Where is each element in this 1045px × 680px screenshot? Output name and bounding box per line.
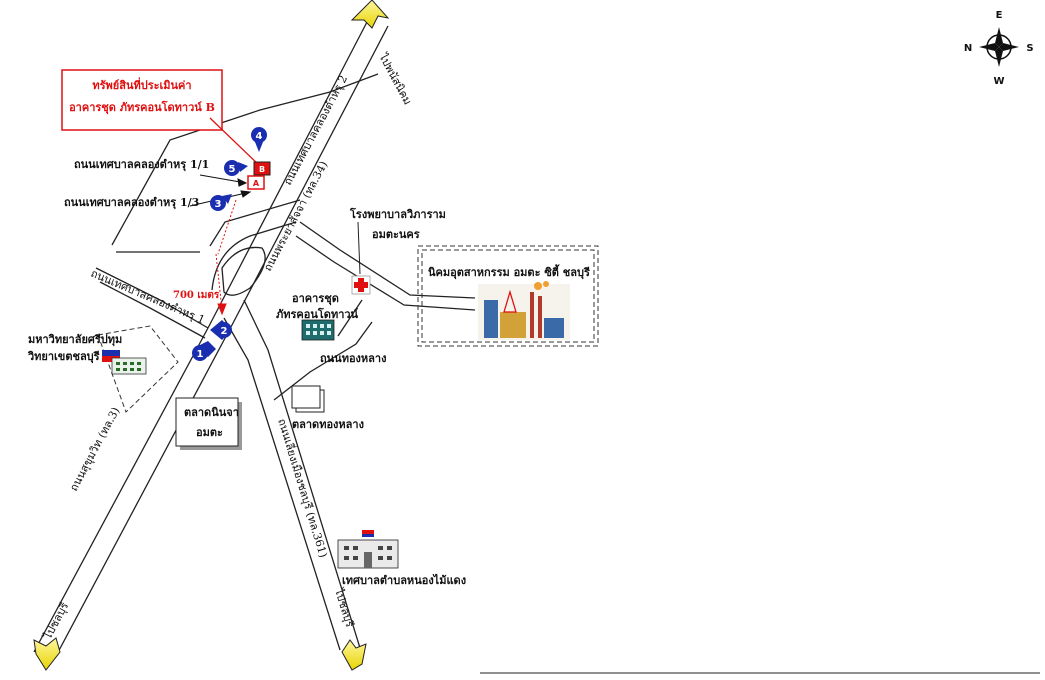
- label-to-chonburi-right: ไปชลบุรี: [332, 586, 356, 629]
- compass-rose-icon: E N S W: [964, 10, 1034, 87]
- hospital-icon: [351, 275, 371, 295]
- label-sukhumvit-road: ถนนสุขุมวิท (ทล.3): [67, 405, 122, 493]
- compass-top-label: E: [996, 10, 1003, 21]
- compass-left-label: N: [964, 43, 972, 54]
- arrow-south-east-icon: [341, 639, 367, 671]
- subject-box-line2: อาคารชุด ภัทรคอนโดทาวน์ B: [69, 100, 215, 115]
- arrow-south-west-icon: [33, 637, 61, 671]
- bypass-road-east-edge: [243, 299, 361, 649]
- interchange-loop: [221, 246, 266, 296]
- university-building-icon: [102, 350, 147, 375]
- marker-5: 5: [224, 160, 248, 176]
- marker-3: 3: [210, 194, 232, 211]
- plot-a-icon: [247, 175, 265, 190]
- loop-road-upper: [209, 199, 301, 247]
- label-hospital-2: อมตะนคร: [372, 228, 420, 241]
- soi-1-road-north-edge: [95, 267, 209, 329]
- direction-arrows: [33, 0, 390, 671]
- svg-text:5: 5: [229, 164, 236, 175]
- university-boundary: [97, 325, 179, 413]
- marker-1: 1: [192, 341, 216, 361]
- plot-b-label: B: [259, 165, 265, 174]
- label-market-ninja: ตลาดนินจา: [184, 406, 239, 419]
- svg-text:4: 4: [256, 131, 263, 142]
- plot-a-label: A: [253, 179, 260, 188]
- label-bypass-road: ถนนเลี่ยงเมืองชลบุรี (ทล.361): [275, 416, 332, 559]
- arrow-north-icon: [350, 0, 390, 29]
- municipality-building-icon: [337, 530, 399, 569]
- factory-icon: [478, 281, 570, 340]
- interchange-ramp: [211, 221, 297, 291]
- svg-text:2: 2: [221, 326, 228, 337]
- bypass-road-west-edge: [223, 317, 341, 651]
- label-to-phanat-nikhom: ไปพนัสนิคม: [376, 50, 414, 107]
- soi-1-road-south-edge: [99, 281, 206, 339]
- compass-bottom-label: W: [993, 76, 1004, 87]
- phraya-sat-road-north-edge: [299, 221, 476, 299]
- label-industrial-estate: นิคมอุตสาหกรรม อมตะ ซิตี้ ชลบุรี: [428, 264, 590, 280]
- industrial-estate-boundary: [417, 245, 599, 347]
- label-thong-lang-road: ถนนทองหลาง: [320, 352, 386, 365]
- distance-label: 700 เมตร: [173, 290, 220, 301]
- svg-text:1: 1: [197, 349, 204, 360]
- photo-markers: 1 2 3 4 5: [192, 127, 267, 361]
- label-soi-1-1: ถนนเทศบาลคลองตำหรุ 1/1: [74, 158, 209, 172]
- label-university: มหาวิทยาลัยศรีปทุม: [28, 333, 122, 347]
- label-soi-1-3: ถนนเทศบาลคลองตำหรุ 1/3: [64, 196, 199, 210]
- marker-4: 4: [251, 127, 267, 152]
- plot-b-icon: [253, 161, 271, 176]
- soi-2-road: [111, 73, 379, 246]
- hospital-access-road: [337, 299, 363, 337]
- label-condo-2: ภัทรคอนโดทาวน์: [276, 307, 359, 321]
- distance-indicator: [215, 199, 237, 316]
- marker-2: 2: [210, 320, 232, 340]
- subject-box-line1: ทรัพย์สินที่ประเมินค่า: [92, 77, 191, 92]
- label-condo: อาคารชุด: [292, 292, 339, 306]
- market-thonglang-icon: [291, 385, 321, 409]
- condo-building-icon: [301, 319, 335, 341]
- label-university-2: วิทยาเขตชลบุรี: [27, 350, 99, 364]
- sukhumvit-road-east-edge: [55, 25, 389, 657]
- market-ninja-box: [175, 397, 239, 447]
- svg-text:3: 3: [215, 199, 222, 210]
- compass-right-label: S: [1026, 43, 1033, 54]
- subject-property-box: [61, 69, 223, 131]
- label-municipality: เทศบาลตำบลหนองไม้แดง: [342, 573, 466, 587]
- label-hospital: โรงพยาบาลวิภาราม: [349, 207, 446, 221]
- label-market-ninja-2: อมตะ: [196, 426, 223, 439]
- label-market-thonglang: ตลาดทองหลาง: [292, 418, 364, 431]
